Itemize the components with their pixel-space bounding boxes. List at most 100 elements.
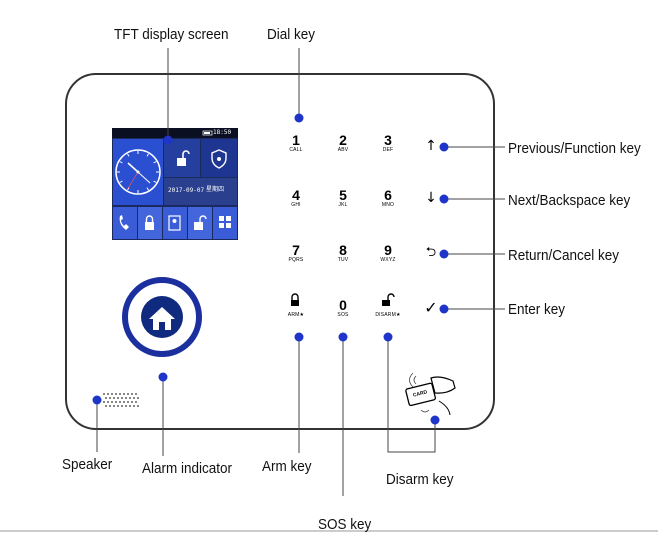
screen-time: 18:50 [213, 129, 232, 136]
screen-grid-icon [219, 216, 231, 228]
screen-bottom-icon-row [113, 207, 237, 239]
speaker-hole [115, 393, 117, 395]
clock-tick [146, 153, 149, 157]
marker-dots [92, 113, 449, 425]
screen-date-row [164, 178, 237, 205]
disarm-open-padlock-icon [382, 293, 395, 306]
speaker-hole [125, 405, 127, 407]
keypad-digit[interactable]: 2 [339, 132, 347, 148]
clock-tick [153, 180, 157, 183]
keypad-digit[interactable]: 5 [339, 187, 347, 203]
clock-tick [119, 180, 123, 183]
speaker-hole [105, 405, 107, 407]
keypad-sub-label: CALL [289, 147, 303, 153]
keypad-sub-label: TUV [337, 257, 349, 263]
speaker-hole [115, 401, 117, 403]
speaker-hole [123, 401, 125, 403]
speaker-hole [119, 401, 121, 403]
keypad-digit[interactable]: 4 [292, 187, 300, 203]
keypad-sub-label: DEF [382, 147, 394, 153]
speaker-hole [107, 393, 109, 395]
clock-tick [119, 161, 123, 164]
label-dial-key: Dial key [267, 26, 316, 43]
keypad-sub-label: SOS [337, 312, 349, 318]
home-icon [149, 307, 175, 330]
speaker-hole [109, 397, 111, 399]
speaker-hole [137, 397, 139, 399]
screen-weekday: 星期四 [206, 186, 225, 193]
keypad-digit[interactable]: 1 [292, 132, 300, 148]
speaker-hole [109, 405, 111, 407]
speaker-hole [119, 393, 121, 395]
keypad-sub-label: MNO [381, 202, 395, 208]
keypad-sub-label: WXYZ [380, 257, 396, 263]
keypad-sub-label: PQRS [288, 257, 304, 263]
speaker-hole [121, 397, 123, 399]
screen-shield-icon [211, 149, 227, 169]
arm-closed-padlock-icon [291, 293, 299, 306]
label-previous-function-key: Previous/Function key [508, 140, 641, 157]
next-backspace-key[interactable]: ↓ [425, 190, 437, 206]
label-alarm-indicator: Alarm indicator [142, 460, 233, 477]
speaker-hole [135, 393, 137, 395]
speaker-hole [121, 405, 123, 407]
speaker-hole [129, 397, 131, 399]
keypad-digit[interactable]: 6 [384, 187, 392, 203]
label-speaker: Speaker [62, 456, 113, 473]
screen-phone-icon [119, 215, 129, 230]
keypad-digit[interactable]: 3 [384, 132, 392, 148]
label-disarm-key: Disarm key [386, 471, 454, 488]
screen-open-padlock-icon [177, 150, 190, 166]
keypad-sub-label: ABV [337, 147, 349, 153]
keypad-digit[interactable]: 7 [292, 242, 300, 258]
label-tft-display-screen: TFT display screen [114, 26, 229, 43]
speaker-hole [125, 397, 127, 399]
speaker-hole [117, 405, 119, 407]
clock-tick [127, 187, 130, 191]
enter-key[interactable]: ✓ [424, 298, 438, 317]
card-reader-icon [405, 372, 456, 416]
speaker-hole [103, 401, 105, 403]
speaker-hole [111, 401, 113, 403]
speaker-hole [123, 393, 125, 395]
screen-battery-icon [202, 130, 213, 136]
label-arm-key: Arm key [262, 458, 312, 475]
clock-tick [146, 187, 149, 191]
keypad-sub-label: DISARM★ [375, 312, 401, 318]
clock-tick [153, 161, 157, 164]
keypad-sub-label: GHI [291, 202, 301, 208]
label-enter-key: Enter key [508, 301, 566, 318]
tft-display-screen [112, 128, 238, 240]
label-return-cancel-key: Return/Cancel key [508, 247, 620, 264]
keypad-digit[interactable]: 0 [339, 297, 347, 313]
speaker-hole [129, 405, 131, 407]
analog-clock-icon [115, 149, 161, 195]
return-cancel-key[interactable]: ⮌ [425, 245, 437, 260]
speaker-hole [131, 393, 133, 395]
speaker-hole [117, 397, 119, 399]
label-sos-key: SOS key [318, 516, 372, 533]
speaker-grille [103, 393, 139, 407]
speaker-hole [113, 397, 115, 399]
screen-contact-icon [168, 215, 181, 231]
speaker-hole [133, 397, 135, 399]
previous-function-key[interactable]: ↑ [425, 138, 437, 154]
speaker-hole [137, 405, 139, 407]
speaker-hole [105, 397, 107, 399]
speaker-hole [131, 401, 133, 403]
alarm-indicator [122, 277, 202, 357]
speaker-hole [135, 401, 137, 403]
keypad-digit[interactable]: 8 [339, 242, 347, 258]
keypad-sub-label: ARM★ [287, 312, 305, 318]
keypad-sub-label: JKL [338, 202, 348, 208]
speaker-hole [103, 393, 105, 395]
screen-status-bar [112, 128, 238, 138]
leader-lines [96, 48, 505, 496]
speaker-hole [127, 393, 129, 395]
screen-lock-icon [145, 215, 154, 230]
label-next-backspace-key: Next/Backspace key [508, 192, 631, 209]
keypad-digit[interactable]: 9 [384, 242, 392, 258]
speaker-hole [127, 401, 129, 403]
speaker-hole [113, 405, 115, 407]
speaker-hole [111, 393, 113, 395]
